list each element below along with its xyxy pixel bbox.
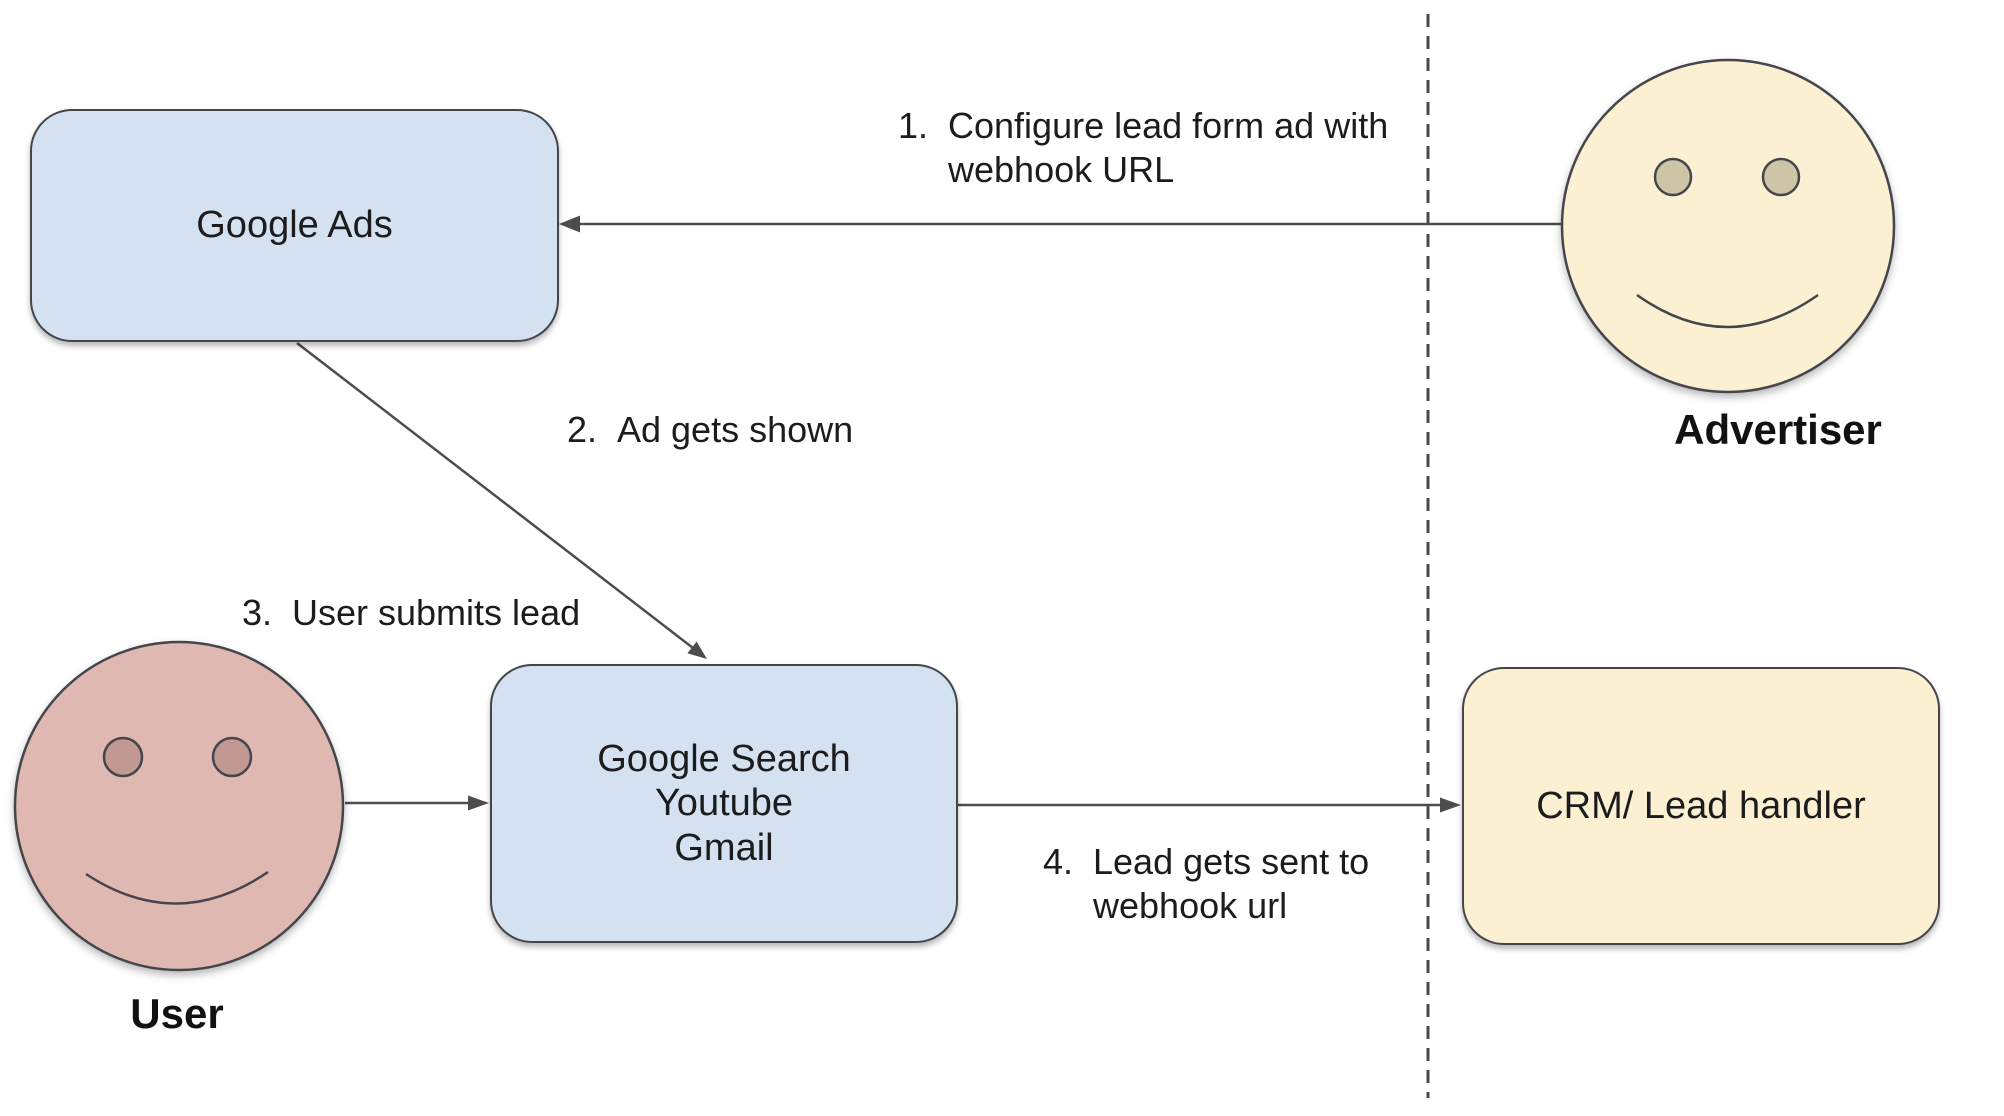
crm-node: CRM/ Lead handler [1462,667,1940,945]
step-3-label: 3. User submits lead [242,591,580,635]
google-ads-node: Google Ads [30,109,559,342]
step-4-label: 4. Lead gets sent to webhook url [1043,840,1369,928]
step-4-line2: webhook url [1093,885,1288,926]
user-eye-left [102,736,144,778]
surfaces-line-google-search: Google Search [597,738,851,781]
step-1-text: Configure lead form ad with webhook URL [948,104,1388,192]
user-face-icon [13,640,345,972]
step-4-line1: Lead gets sent to [1093,841,1370,882]
arrowhead-diagonal-icon [687,641,707,659]
step-2-number: 2. [567,409,598,450]
google-ads-label: Google Ads [196,204,393,247]
user-label: User [130,990,224,1037]
surfaces-line-gmail: Gmail [674,826,774,869]
step-4-text: Lead gets sent to webhook url [1093,840,1369,928]
advertiser-eye-left [1653,157,1693,197]
step-3-text: User submits lead [292,592,581,633]
arrowhead-right-icon [1440,797,1461,813]
step-4-number: 4. [1043,841,1074,882]
google-surfaces-node: Google Search Youtube Gmail [490,664,958,943]
advertiser-face-icon [1560,58,1896,394]
arrow-lead-sent-webhook [958,797,1461,813]
arrowhead-left-icon [559,215,580,233]
google-surfaces-label: Google Search Youtube Gmail [597,737,851,869]
advertiser-smile [1636,293,1819,329]
arrowhead-right-icon [468,795,489,811]
step-2-text: Ad gets shown [617,409,854,450]
step-2-label: 2. Ad gets shown [567,408,853,452]
arrow-user-submits-lead [345,795,489,811]
surfaces-line-youtube: Youtube [654,782,794,825]
step-3-number: 3. [242,592,273,633]
step-1-line2: webhook URL [948,149,1175,190]
user-smile [85,870,269,905]
step-1-label: 1. Configure lead form ad with webhook U… [898,104,1388,192]
arrow-configure-lead-form [559,215,1562,233]
arrow-ad-gets-shown [296,342,707,659]
step-1-line1: Configure lead form ad with [948,105,1389,146]
advertiser-eye-right [1761,157,1801,197]
advertiser-face-circle [1560,58,1896,394]
user-face-circle [13,640,345,972]
user-eye-right [211,736,253,778]
crm-label: CRM/ Lead handler [1536,784,1866,827]
step-1-number: 1. [898,105,929,146]
advertiser-label: Advertiser [1674,406,1882,453]
